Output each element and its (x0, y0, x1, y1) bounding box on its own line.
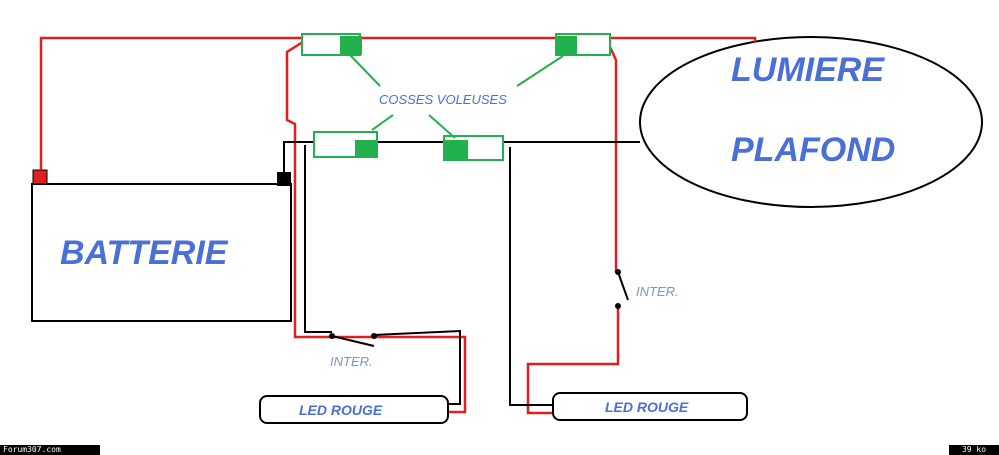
positive-wires (39, 36, 757, 415)
switch-right-label: INTER. (636, 284, 679, 299)
negative-wires (283, 141, 640, 406)
led-left (259, 395, 449, 424)
ceiling-light-label-1: LUMIERE (731, 51, 885, 89)
tap-connector-top-right (555, 33, 611, 56)
tap-connector-mid-left (313, 131, 378, 158)
led-right-label: LED ROUGE (605, 399, 689, 415)
led-right (552, 392, 748, 421)
switch-left (329, 333, 377, 347)
battery-positive-terminal (32, 169, 48, 185)
battery-box (31, 183, 292, 322)
tap-connector-top-left (301, 33, 362, 56)
switch-right (615, 269, 629, 309)
switch-left-label: INTER. (330, 354, 373, 369)
tap-pointer-lines (349, 54, 564, 139)
tap-connector-mid-right (443, 135, 504, 161)
ceiling-light-label-2: PLAFOND (731, 131, 895, 169)
ceiling-light (639, 36, 983, 208)
battery-negative-terminal (277, 172, 291, 186)
tap-connectors-label: COSSES VOLEUSES (379, 92, 507, 107)
footer-size-tag: 39 ko (949, 445, 999, 455)
led-left-label: LED ROUGE (299, 402, 383, 418)
footer-source-tag: Forum307.com (0, 445, 100, 455)
battery-label: BATTERIE (60, 234, 229, 272)
